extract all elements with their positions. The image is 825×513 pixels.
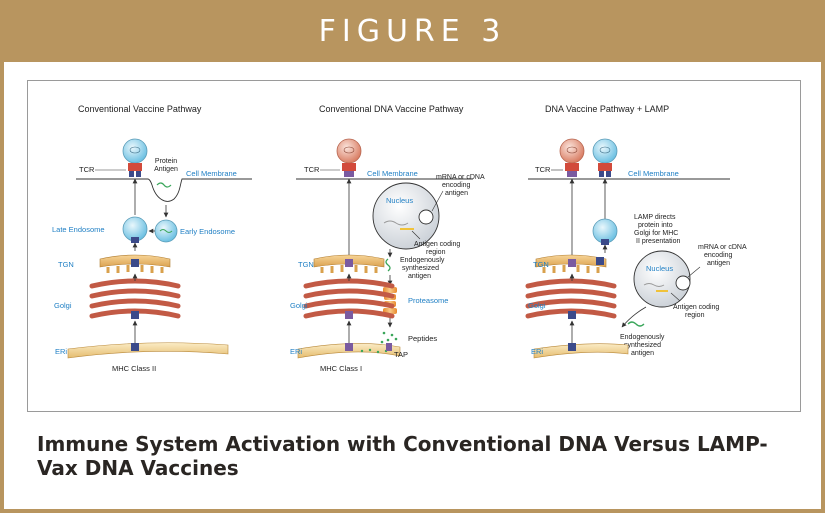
pathway-3-cell-membrane-label: Cell Membrane bbox=[628, 169, 679, 178]
pathway-1-tgn-label: TGN bbox=[58, 260, 74, 269]
pathway-2-er-label: ERi bbox=[290, 347, 302, 356]
pathway-1-late-endosome-label: Late Endosome bbox=[52, 225, 105, 234]
cd4-tcell-icon bbox=[122, 138, 148, 177]
pathway-2-mhc-label: MHC Class I bbox=[320, 364, 362, 373]
pathway-3-nucleus-label: Nucleus bbox=[646, 264, 673, 273]
protein-antigen-icon bbox=[156, 182, 172, 188]
figure-header: FIGURE 3 bbox=[4, 4, 821, 62]
pathway-2-tcr-label: TCR bbox=[304, 165, 320, 174]
pathway-2-plasmid-icon bbox=[418, 209, 434, 225]
pathway-1: Conventional Vaccine Pathway TCR Cell Me… bbox=[52, 104, 252, 373]
pathway-2-title: Conventional DNA Vaccine Pathway bbox=[319, 104, 464, 114]
pathway-3-er-icon bbox=[533, 343, 629, 359]
pathway-2-proteasome-label: Proteasome bbox=[408, 296, 448, 305]
peptides-icon bbox=[380, 331, 398, 344]
diagram-canvas: Conventional Vaccine Pathway TCR Cell Me… bbox=[52, 104, 747, 373]
pathway-3-golgi-label: Golgi bbox=[528, 301, 546, 310]
figure-caption: Immune System Activation with Convention… bbox=[37, 432, 768, 480]
pathway-3: DNA Vaccine Pathway + LAMP TCR bbox=[525, 104, 747, 359]
pathway-1-title: Conventional Vaccine Pathway bbox=[78, 104, 202, 114]
pathway-2-golgi-label: Golgi bbox=[290, 301, 308, 310]
pathway-3-title: DNA Vaccine Pathway + LAMP bbox=[545, 104, 669, 114]
pathway-3-antigen-icon bbox=[627, 321, 645, 327]
pathway-1-early-endosome-label: Early Endosome bbox=[180, 227, 235, 236]
pathway-2-tgn-label: TGN bbox=[298, 260, 314, 269]
pathway-2-peptides-label: Peptides bbox=[408, 334, 437, 343]
pathway-3-tcr-label: TCR bbox=[535, 165, 551, 174]
pathway-1-tcr-label: TCR bbox=[79, 165, 95, 174]
tap-icon bbox=[386, 343, 392, 351]
pathway-1-er-icon bbox=[67, 342, 229, 359]
pathway-3-nucleus-icon bbox=[633, 250, 691, 308]
pathway-3-golgi-icon bbox=[525, 278, 617, 319]
pathway-3-tgn-label: TGN bbox=[533, 260, 549, 269]
pathway-1-cell-membrane-label: Cell Membrane bbox=[186, 169, 237, 178]
diagram-panel: Conventional Vaccine Pathway TCR Cell Me… bbox=[27, 80, 801, 412]
pathway-1-golgi-label: Golgi bbox=[54, 301, 72, 310]
pathway-2-nucleus-label: Nucleus bbox=[386, 196, 413, 205]
proteasome-icon bbox=[383, 287, 397, 314]
pathway-1-golgi-icon bbox=[89, 278, 181, 319]
cd8-tcell-icon bbox=[336, 138, 362, 177]
pathway-2-tap-label: TAP bbox=[394, 350, 408, 359]
pathway-2-golgi-icon bbox=[303, 278, 395, 319]
figure-label: FIGURE 3 bbox=[318, 14, 507, 49]
pathway-1-cell-membrane bbox=[76, 178, 252, 202]
cd4-tcell-a-icon bbox=[559, 138, 585, 177]
pathway-3-plasmid-icon bbox=[675, 275, 691, 291]
pathway-2-nucleus-icon bbox=[372, 182, 440, 250]
pathway-2-cell-membrane-label: Cell Membrane bbox=[367, 169, 418, 178]
pathway-2-antigen-icon bbox=[385, 258, 391, 272]
pathway-2: Conventional DNA Vaccine Pathway TCR Cel… bbox=[290, 104, 485, 373]
cd4-tcell-b-icon bbox=[592, 138, 618, 177]
pathway-1-er-label: ERi bbox=[55, 347, 67, 356]
pathway-3-er-label: ERi bbox=[531, 347, 543, 356]
pathway-1-mhc-label: MHC Class II bbox=[112, 364, 156, 373]
